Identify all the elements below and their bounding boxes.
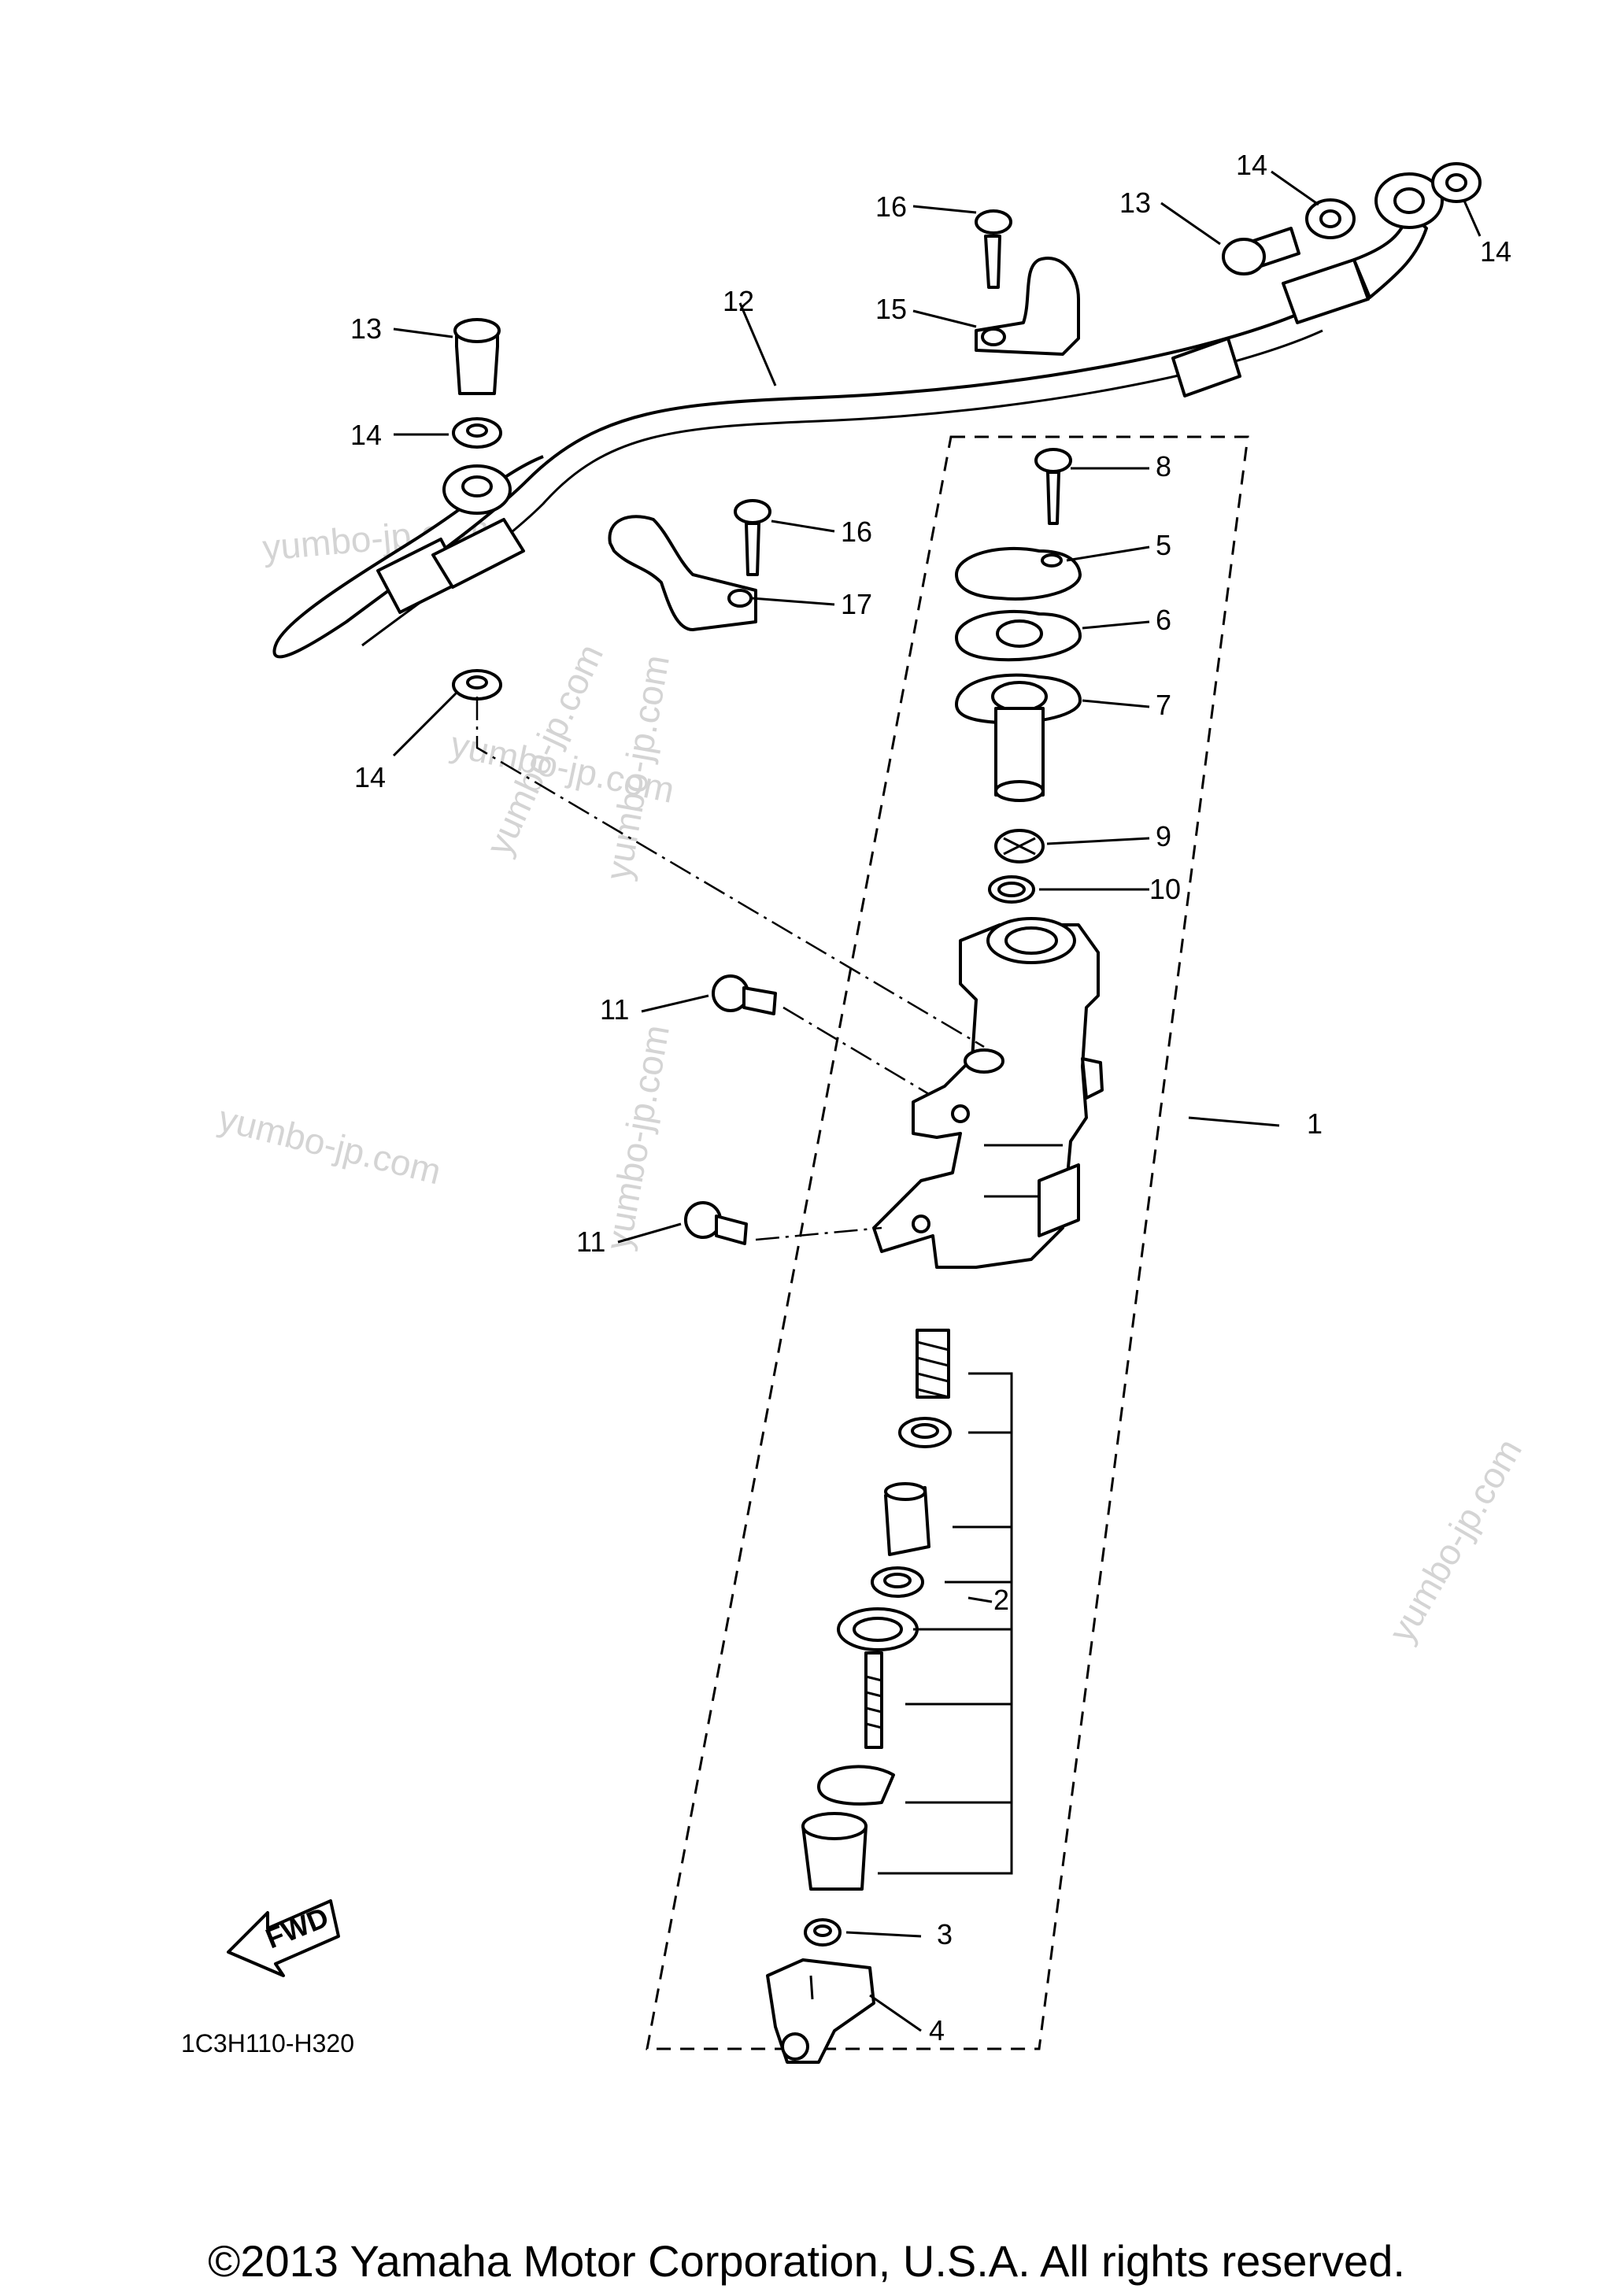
watermark: yumbo-jp.com bbox=[215, 1097, 446, 1192]
callout-12: 12 bbox=[723, 285, 754, 317]
callout-13b: 13 bbox=[1119, 187, 1151, 219]
callout-8: 8 bbox=[1156, 450, 1171, 482]
hose-clamps bbox=[608, 209, 1080, 631]
diagram-code: 1C3H110-H320 bbox=[181, 2029, 354, 2058]
watermark: yumbo-jp.com bbox=[1381, 1432, 1530, 1649]
callout-14a: 14 bbox=[350, 419, 382, 451]
callout-17: 17 bbox=[841, 588, 872, 620]
callout-14c: 14 bbox=[1236, 149, 1267, 181]
callout-14b: 14 bbox=[354, 761, 386, 793]
callouts: 1 2 3 4 5 6 7 8 9 10 11 11 12 13 13 14 1… bbox=[350, 149, 1511, 2046]
mounting-bolts bbox=[684, 974, 777, 1245]
brake-hose bbox=[272, 211, 1428, 659]
alignment-lines bbox=[475, 697, 985, 1241]
callout-4: 4 bbox=[929, 2014, 945, 2046]
callout-13a: 13 bbox=[350, 312, 382, 345]
callout-15: 15 bbox=[875, 293, 907, 325]
piston-kit bbox=[801, 1329, 1013, 1891]
callout-16a: 16 bbox=[875, 190, 907, 223]
master-cylinder-assembly-boundary bbox=[646, 435, 1249, 2050]
reservoir-parts bbox=[955, 448, 1082, 904]
watermark: yumbo-jp.com bbox=[597, 1022, 677, 1253]
callout-11b: 11 bbox=[576, 1226, 605, 1258]
leader-lines bbox=[392, 170, 1482, 2032]
master-cylinder-body bbox=[872, 917, 1104, 1269]
callout-10: 10 bbox=[1149, 873, 1181, 905]
clevis-assembly bbox=[766, 1918, 875, 2064]
callout-2: 2 bbox=[993, 1584, 1009, 1616]
callout-11a: 11 bbox=[600, 993, 629, 1026]
callout-7: 7 bbox=[1156, 689, 1171, 721]
callout-9: 9 bbox=[1156, 820, 1171, 852]
callout-6: 6 bbox=[1156, 604, 1171, 636]
fwd-arrow: FWD bbox=[227, 1899, 340, 1977]
callout-1: 1 bbox=[1307, 1107, 1323, 1140]
callout-16b: 16 bbox=[841, 516, 872, 548]
watermarks: yumbo-jp.com yumbo-jp.com yumbo-jp.com y… bbox=[215, 508, 1530, 1649]
callout-14d: 14 bbox=[1480, 235, 1511, 268]
banjo-fittings bbox=[442, 162, 1482, 701]
callout-3: 3 bbox=[937, 1918, 953, 1950]
copyright-notice: ©2013 Yamaha Motor Corporation, U.S.A. A… bbox=[208, 2236, 1405, 2286]
callout-5: 5 bbox=[1156, 529, 1171, 561]
